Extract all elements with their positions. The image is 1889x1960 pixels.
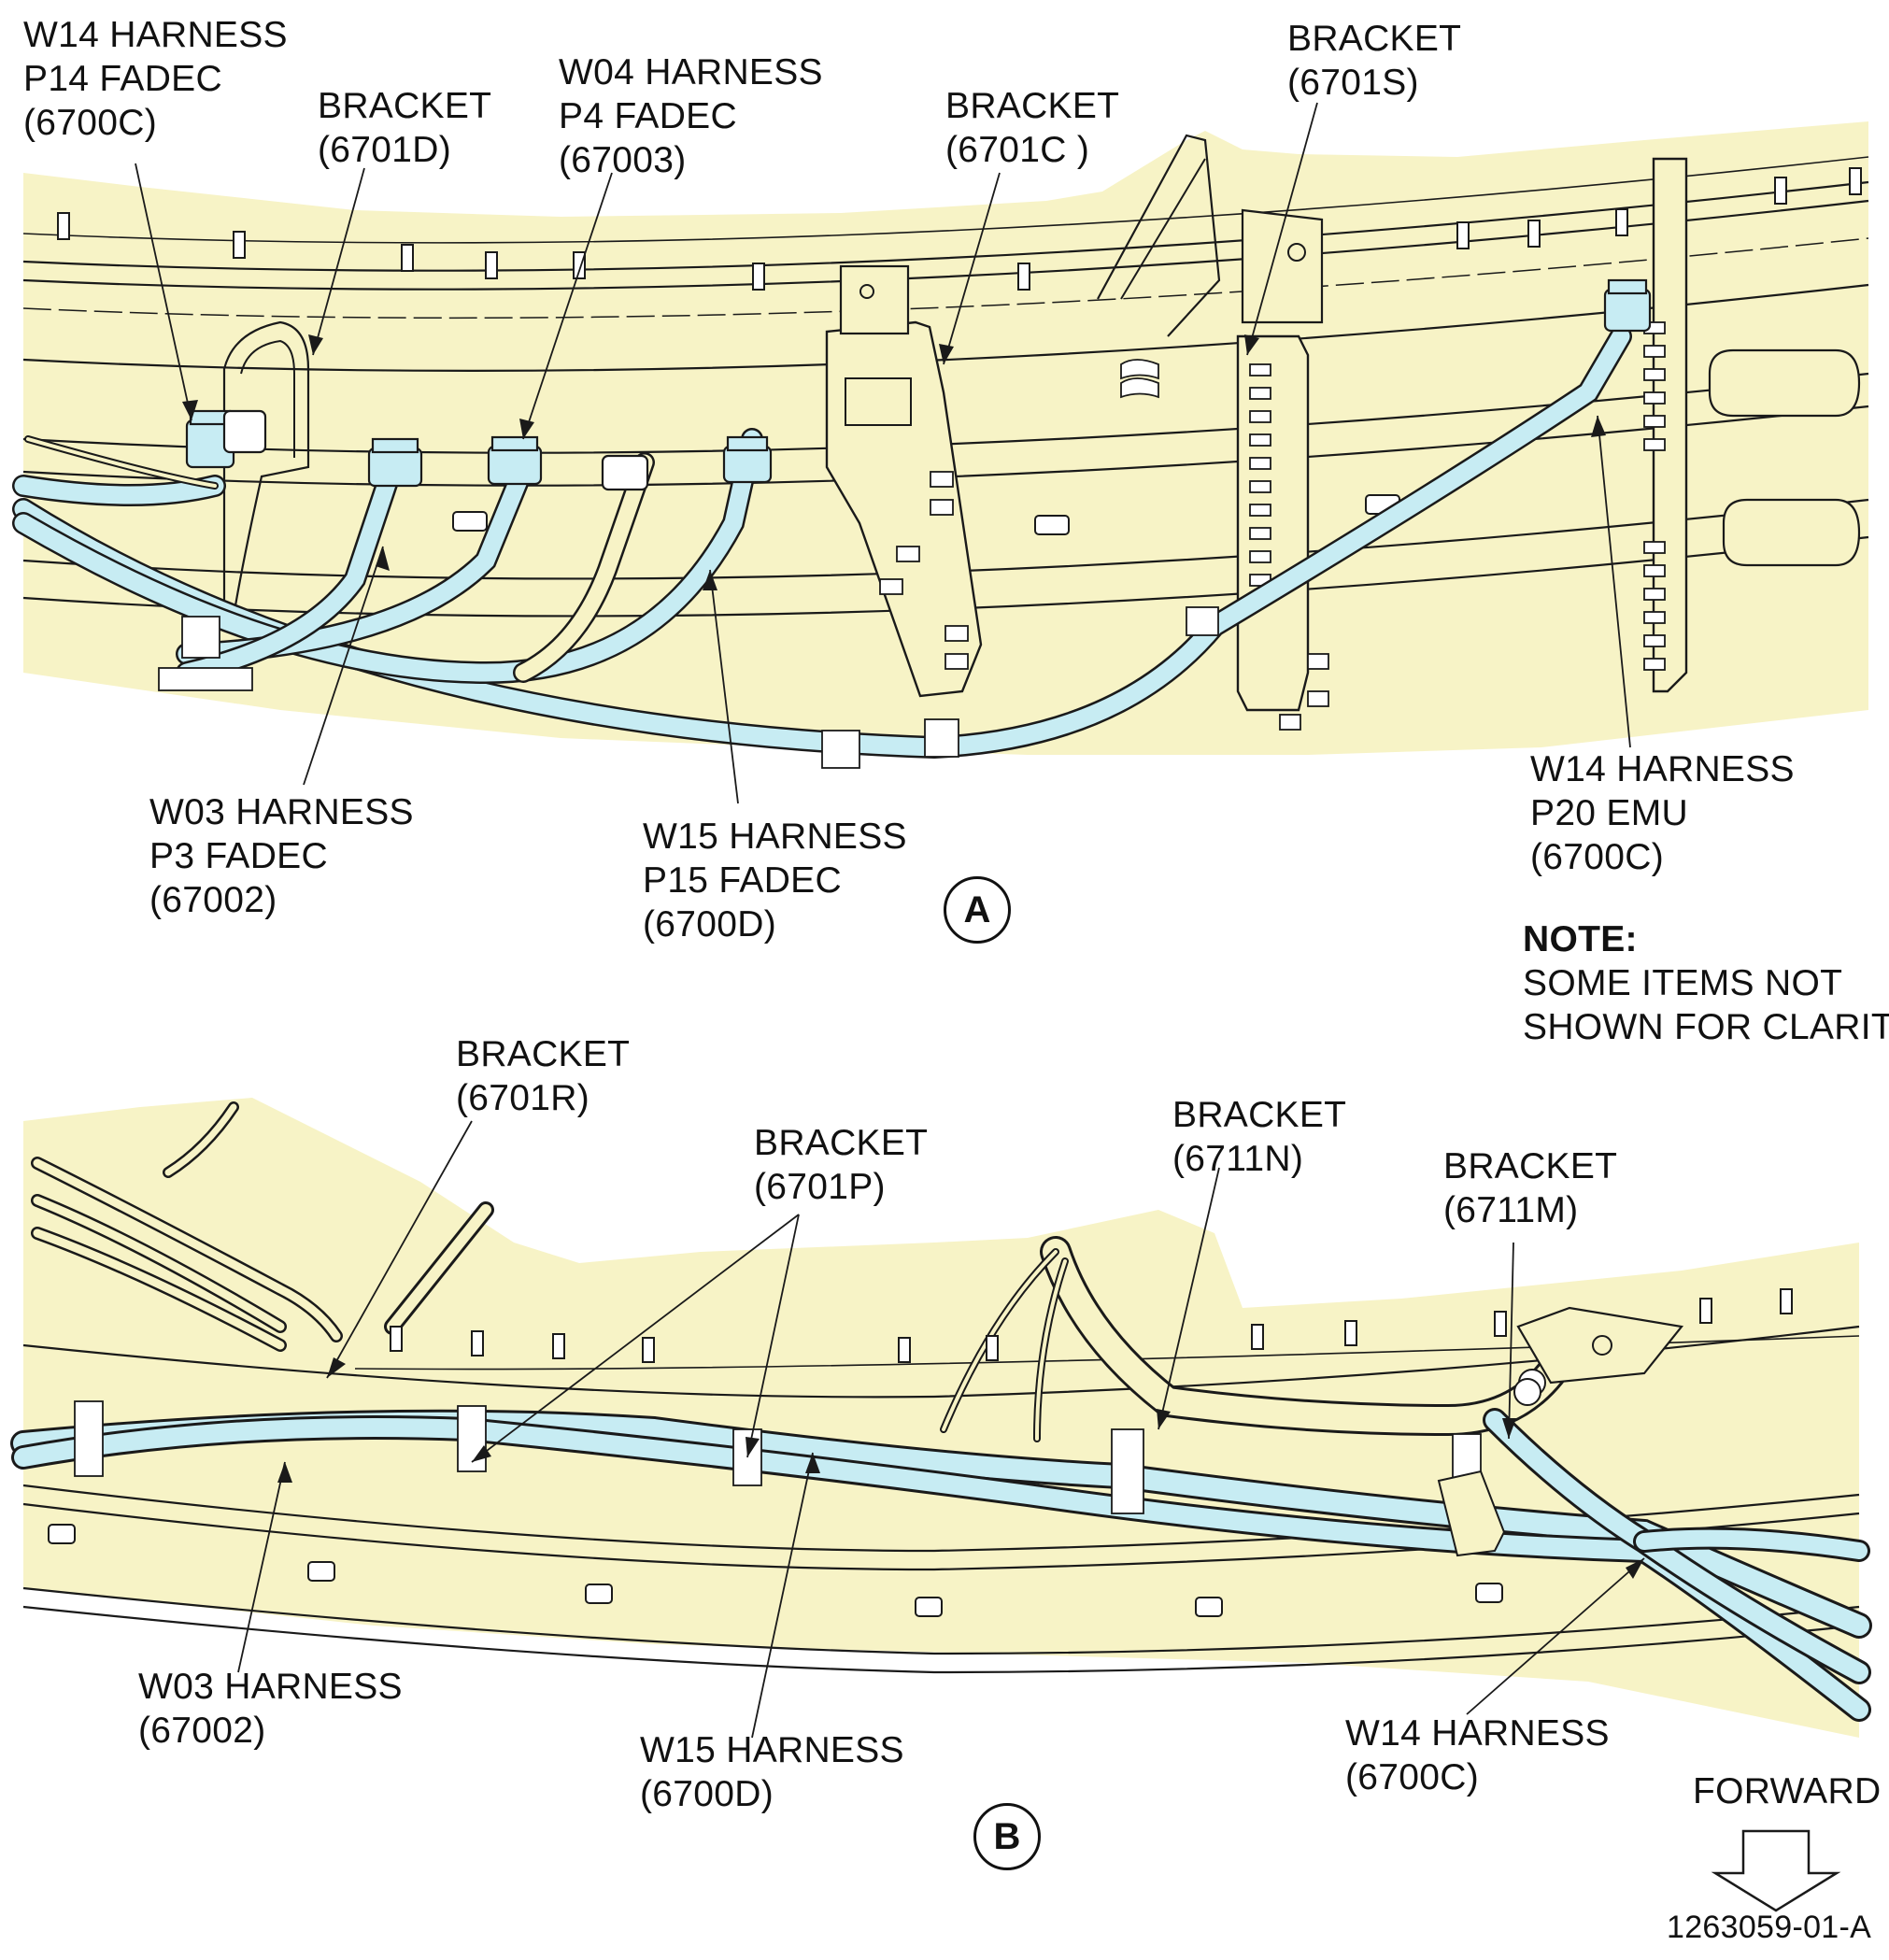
note-title: NOTE: (1523, 919, 1638, 959)
label-bracket-6701s: BRACKET (6701S) (1287, 19, 1462, 103)
view-b-drawing (10, 1098, 1872, 1738)
leader-lines (135, 102, 1645, 1739)
view-b-badge: B (973, 1803, 1041, 1870)
view-a-badge: A (944, 876, 1011, 944)
label-w03-p3: W03 HARNESS P3 FADEC (67002) (149, 792, 414, 920)
label-bracket-6701d: BRACKET (6701D) (318, 86, 492, 170)
label-bracket-6701p: BRACKET (6701P) (754, 1123, 929, 1207)
label-bracket-6711m: BRACKET (6711M) (1443, 1146, 1618, 1230)
note-block: NOTE: SOME ITEMS NOT SHOWN FOR CLARITY. (1523, 917, 1889, 1049)
label-bracket-6701c: BRACKET (6701C ) (945, 86, 1120, 170)
label-w14-p14: W14 HARNESS P14 FADEC (6700C) (23, 15, 288, 143)
label-w15: W15 HARNESS (6700D) (640, 1730, 904, 1814)
figure-id: 1263059-01-A (1667, 1910, 1872, 1945)
forward-arrow (1711, 1829, 1841, 1912)
label-w03: W03 HARNESS (67002) (138, 1667, 403, 1751)
label-bracket-6711n: BRACKET (6711N) (1172, 1095, 1347, 1179)
label-w15-p15: W15 HARNESS P15 FADEC (6700D) (643, 817, 907, 944)
forward-label: FORWARD (1693, 1771, 1882, 1811)
label-w04-p4: W04 HARNESS P4 FADEC (67003) (559, 52, 823, 180)
view-b-zone (23, 1098, 1859, 1738)
label-w14-p20: W14 HARNESS P20 EMU (6700C) (1530, 749, 1795, 877)
label-bracket-6701r: BRACKET (6701R) (456, 1034, 631, 1118)
view-a-drawing (12, 121, 1869, 769)
label-w14: W14 HARNESS (6700C) (1345, 1713, 1610, 1797)
